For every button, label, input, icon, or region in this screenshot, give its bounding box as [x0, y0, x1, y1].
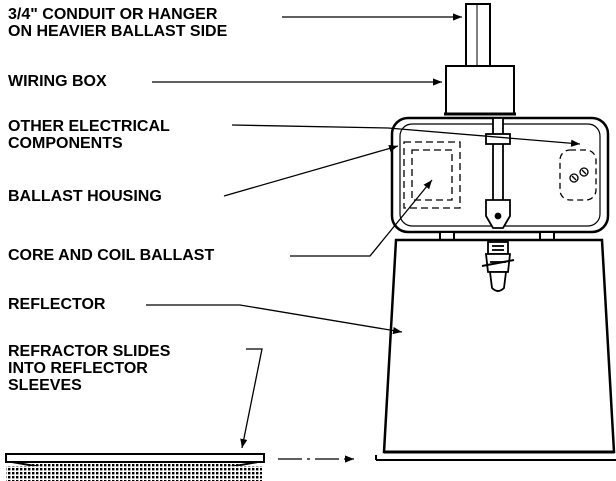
- conduit-pipe: [465, 3, 491, 67]
- label-wiring-box-line-1: WIRING BOX: [8, 73, 107, 90]
- lamp-socket: [481, 241, 515, 292]
- label-refractor-line-1: REFRACTOR SLIDES: [8, 343, 171, 360]
- label-electrical-line-2: COMPONENTS: [8, 135, 123, 152]
- label-refractor-line-3: SLEEVES: [8, 377, 82, 394]
- leader-reflector: [146, 304, 403, 335]
- core-coil-ballast: [403, 141, 461, 209]
- leader-ballast-housing: [223, 145, 399, 197]
- label-electrical-components: OTHER ELECTRICAL COMPONENTS: [8, 118, 170, 152]
- electrical-components: [559, 149, 597, 201]
- wiring-box: [444, 65, 516, 116]
- center-bracket: [485, 117, 511, 229]
- leader-core-coil: [290, 179, 433, 257]
- leader-lines: [146, 13, 581, 449]
- refractor: [5, 453, 265, 481]
- leader-electrical: [231, 124, 581, 147]
- label-conduit-line-1: 3/4" CONDUIT OR HANGER: [8, 6, 218, 23]
- label-wiring-box: WIRING BOX: [8, 73, 107, 90]
- label-refractor: REFRACTOR SLIDES INTO REFLECTOR SLEEVES: [8, 343, 170, 394]
- leader-refractor: [240, 348, 263, 449]
- label-core-coil-line-1: CORE AND COIL BALLAST: [8, 247, 215, 264]
- label-ballast-housing-line-1: BALLAST HOUSING: [8, 188, 162, 205]
- label-core-coil-ballast: CORE AND COIL BALLAST: [8, 247, 214, 264]
- label-electrical-line-1: OTHER ELECTRICAL: [8, 118, 170, 135]
- label-reflector: REFLECTOR: [8, 296, 105, 313]
- label-conduit: 3/4" CONDUIT OR HANGER ON HEAVIER BALLAS…: [8, 6, 227, 40]
- reflector: [375, 238, 616, 461]
- label-ballast-housing: BALLAST HOUSING: [8, 188, 162, 205]
- label-reflector-line-1: REFLECTOR: [8, 296, 106, 313]
- label-conduit-line-2: ON HEAVIER BALLAST SIDE: [8, 23, 228, 40]
- label-refractor-line-2: INTO REFLECTOR: [8, 360, 148, 377]
